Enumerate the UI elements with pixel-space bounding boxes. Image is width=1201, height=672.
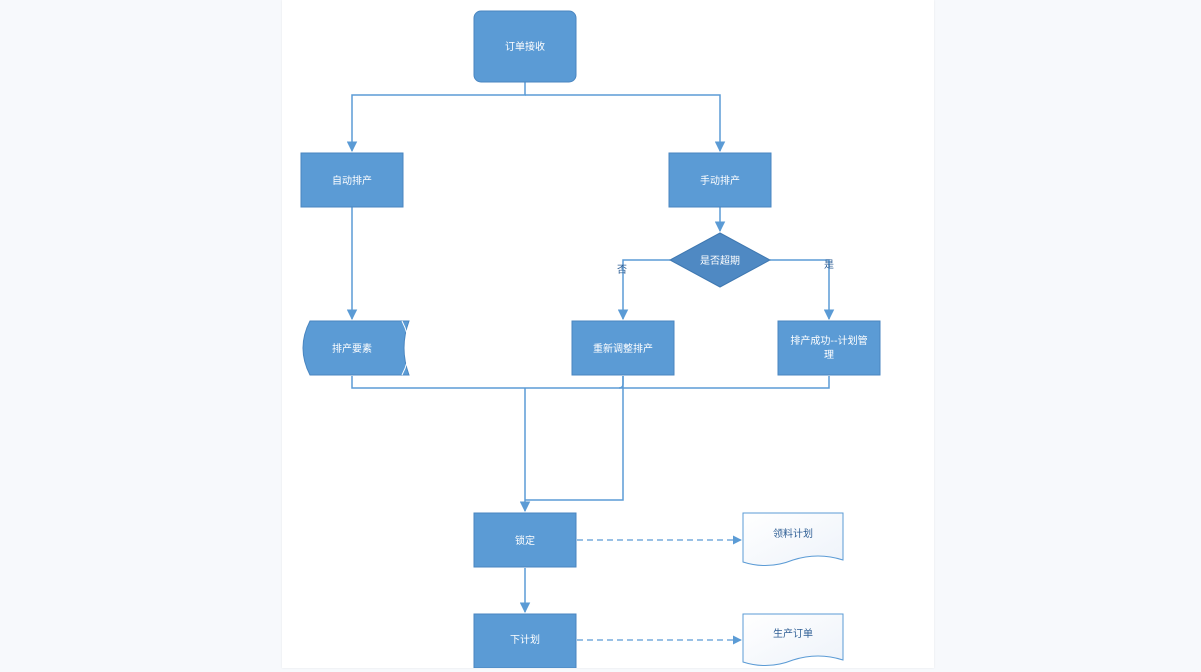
node-schedule-success-label-1: 排产成功--计划管 [790,334,867,347]
node-schedule-success-label-2: 理 [824,349,834,361]
node-manual-schedule-label: 手动排产 [700,174,740,187]
node-order-receive: 订单接收 [473,10,577,83]
node-lock-label: 锁定 [515,534,535,547]
flowchart-canvas: 订单接收 自动排产 手动排产 是否超期 否 是 排产要素 重新调整排产 排产成功… [282,0,934,669]
edge-label-yes: 是 [824,259,834,271]
node-overdue-check: 是否超期 [668,232,772,288]
node-readjust: 重新调整排产 [571,320,675,376]
node-manual-schedule: 手动排产 [668,152,772,208]
node-issue-plan-label: 下计划 [510,633,540,646]
node-schedule-elements-label: 排产要素 [332,342,372,355]
edge-merge-bus [351,376,830,389]
edge-readjust-to-lock [525,376,624,501]
node-lock: 锁定 [473,512,577,568]
dashed-edges [577,535,742,645]
node-overdue-check-label: 是否超期 [700,254,740,267]
doc-production-order: 生产订单 [742,613,844,666]
doc-production-order-label: 生产订单 [773,627,813,640]
node-readjust-label: 重新调整排产 [593,342,653,355]
node-auto-schedule: 自动排产 [300,152,404,208]
edge-decision-no [617,259,670,321]
node-order-receive-label: 订单接收 [505,40,545,53]
edge-order-to-manual [525,94,726,153]
edge-order-to-auto [346,82,526,153]
node-schedule-elements: 排产要素 [302,320,410,376]
edge-decision-yes [770,259,835,321]
node-issue-plan: 下计划 [473,613,577,669]
doc-material-plan-label: 领料计划 [773,527,813,540]
doc-material-plan: 领料计划 [742,512,844,566]
edges [346,82,835,614]
edge-label-no: 否 [617,264,627,276]
node-schedule-success: 排产成功--计划管 理 [777,320,881,376]
node-auto-schedule-label: 自动排产 [332,174,372,187]
flowchart-svg: 订单接收 自动排产 手动排产 是否超期 否 是 排产要素 重新调整排产 排产成功… [300,10,881,669]
